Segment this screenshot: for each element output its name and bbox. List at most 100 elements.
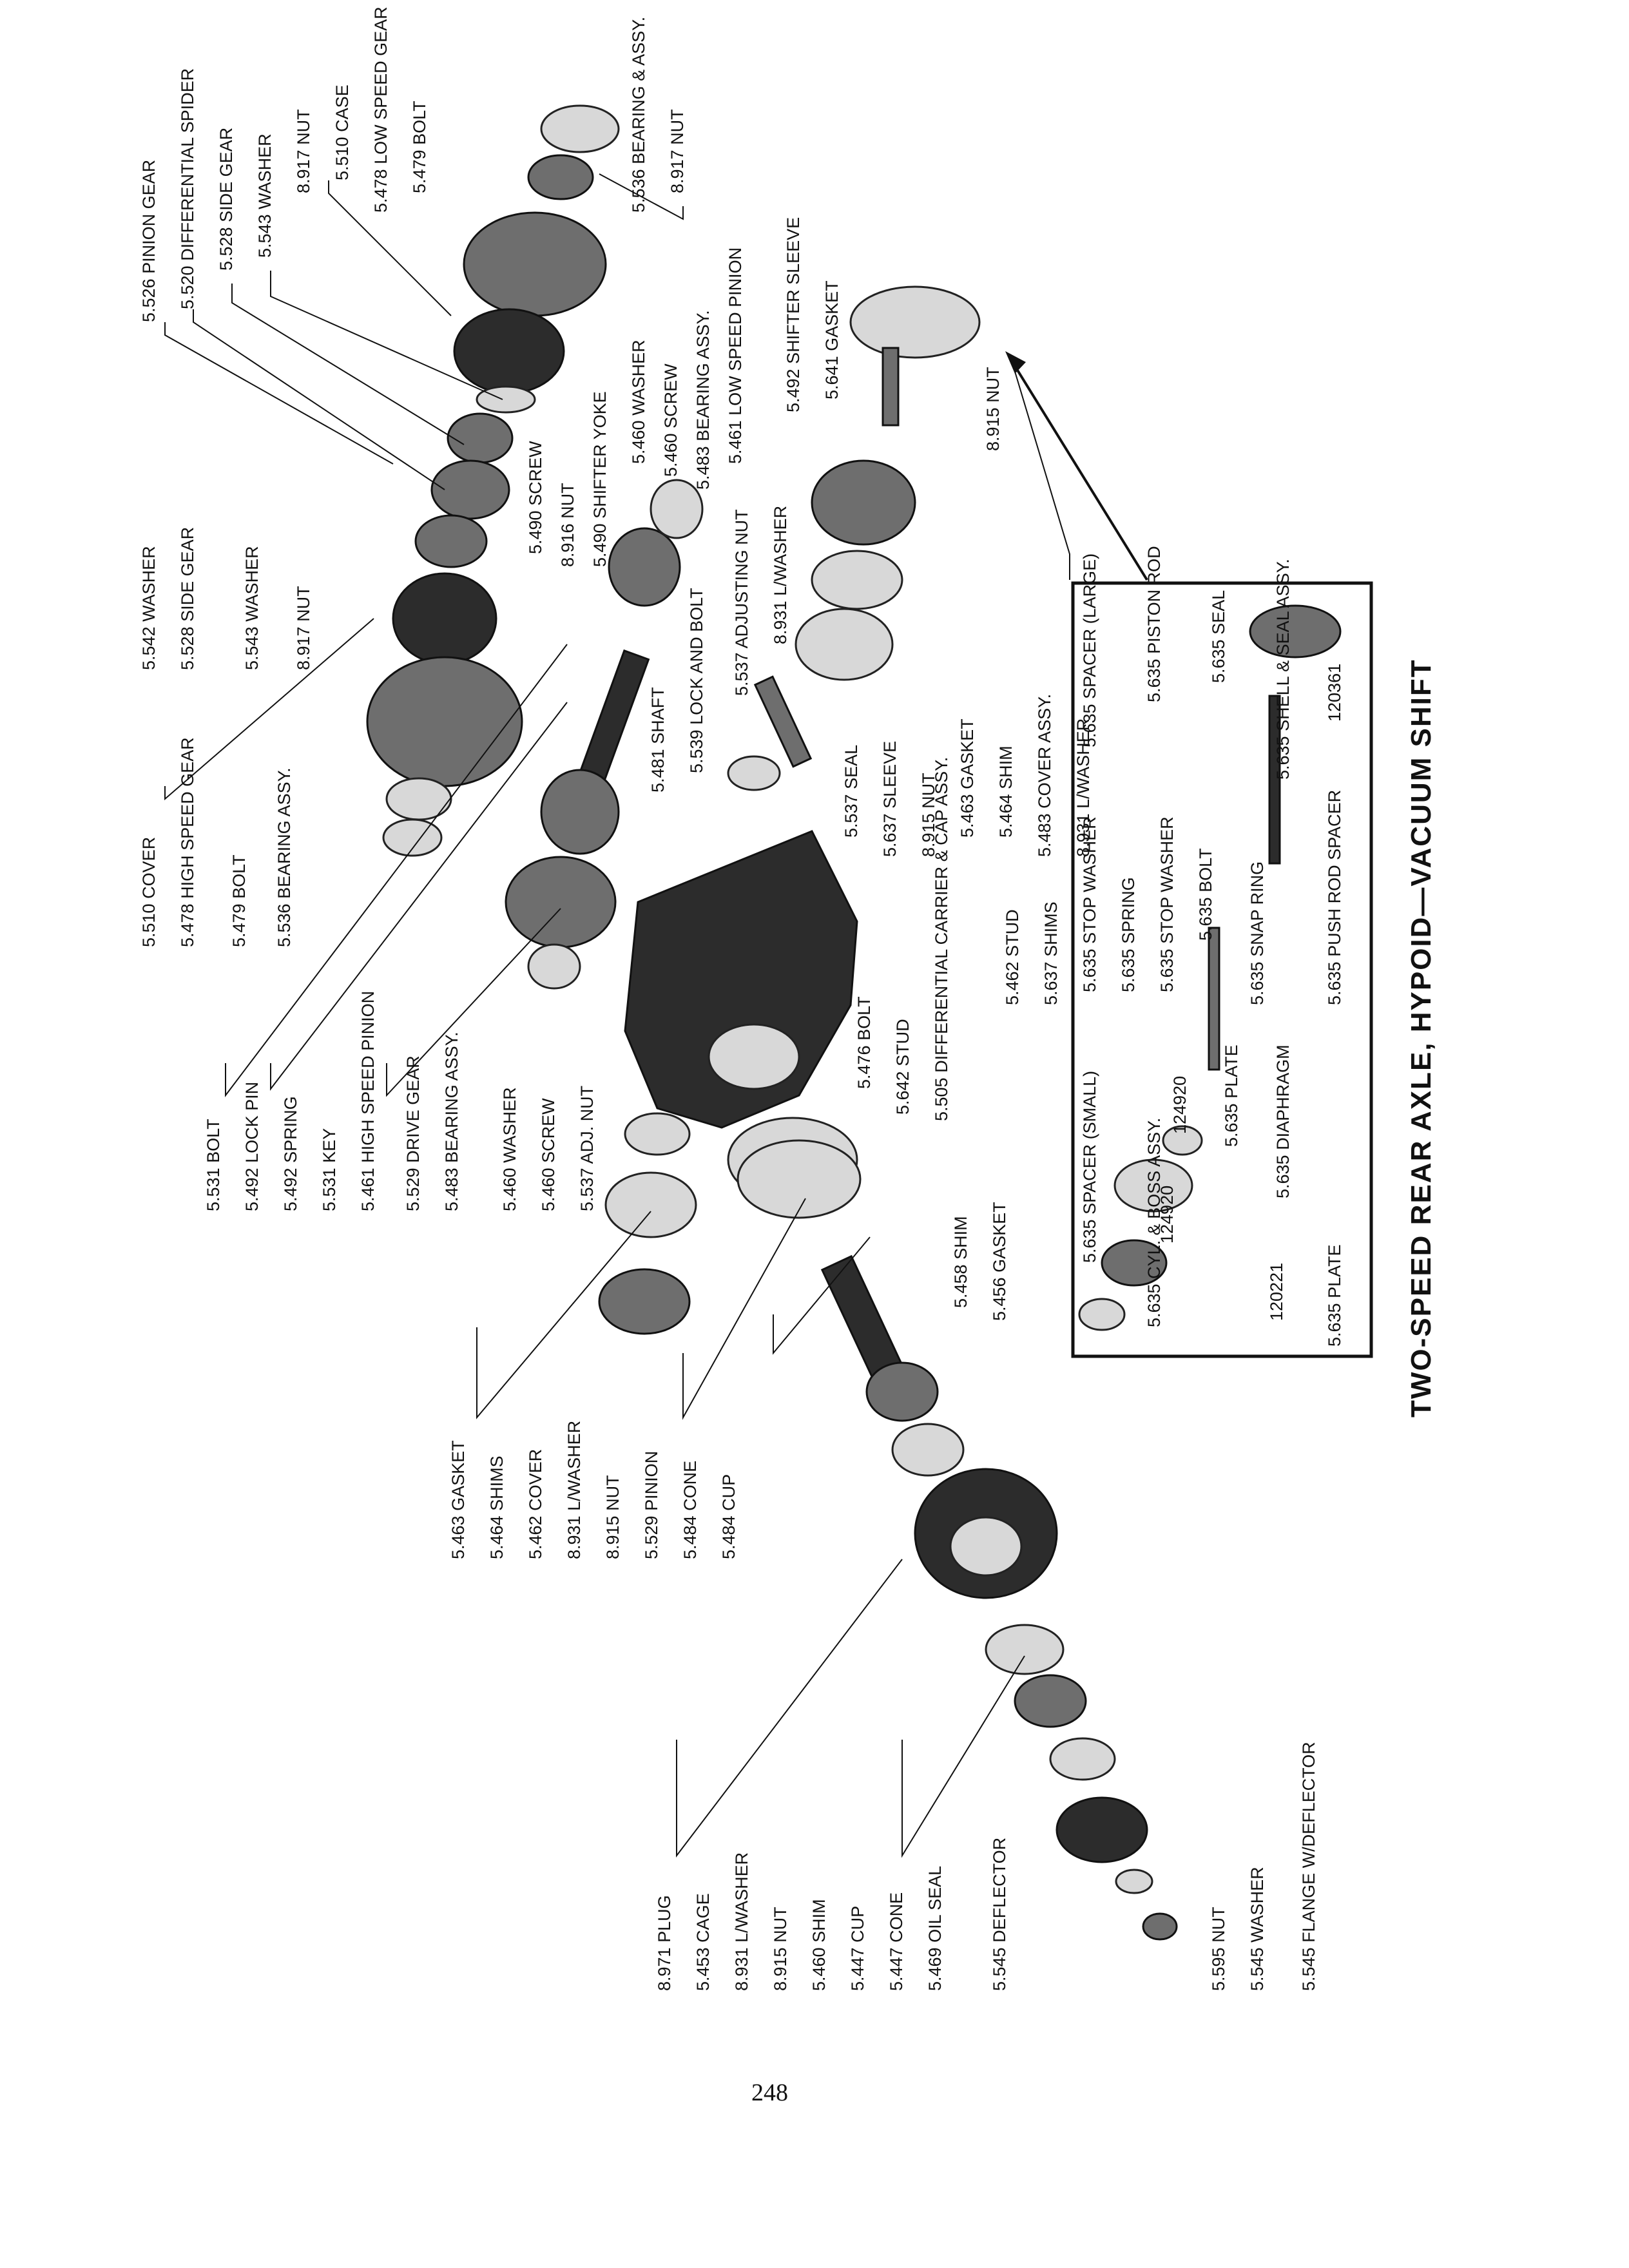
- callout-lock-and-bolt: 5.539 LOCK AND BOLT: [687, 588, 706, 773]
- callout-stop-washer-1: 5.635 STOP WASHER: [1080, 816, 1099, 992]
- nut-bottom: [1142, 1912, 1178, 1941]
- callout-side-gear-middle: 5.528 SIDE GEAR: [178, 527, 197, 670]
- page-number: 248: [751, 2079, 788, 2106]
- sleeve-shaft: [753, 675, 813, 768]
- inset-diaphragm: [1113, 1158, 1193, 1213]
- callout-stud-642: 5.642 STUD: [893, 1019, 912, 1115]
- adj-nut: [624, 1112, 691, 1156]
- bearing-cup-top: [540, 104, 620, 153]
- callout-low-speed-gear: 5.478 LOW SPEED GEAR: [371, 6, 390, 213]
- callout-cup-447: 5.447 CUP: [848, 1906, 867, 1991]
- shim-large: [737, 1139, 862, 1219]
- low-speed-pinion: [608, 527, 681, 607]
- callout-spacer-large: 5.635 SPACER (LARGE): [1080, 553, 1099, 747]
- leader-lines: [164, 173, 1148, 1858]
- callout-bolt-middle: 5.479 BOLT: [229, 854, 249, 947]
- high-speed-pinion: [540, 769, 620, 855]
- shim-shifter: [811, 550, 903, 610]
- callout-stud-462: 5.462 STUD: [1003, 909, 1022, 1005]
- callout-differential-spider: 5.520 DIFFERENTIAL SPIDER: [178, 68, 197, 309]
- callout-washer-545: 5.545 WASHER: [1248, 1867, 1267, 1991]
- callout-screw-shifter: 5.460 SCREW: [661, 363, 680, 477]
- callout-side-gear-top: 5.528 SIDE GEAR: [217, 128, 236, 271]
- callout-washer-shifter: 5.460 WASHER: [629, 340, 648, 464]
- inset-parts-drawing: [1078, 604, 1342, 1331]
- callout-high-speed-gear: 5.478 HIGH SPEED GEAR: [178, 737, 197, 947]
- callout-washer-543: 5.543 WASHER: [242, 546, 262, 670]
- bearing-cup-left: [382, 818, 443, 857]
- callout-shim-460: 5.460 SHIM: [809, 1899, 829, 1991]
- callout-labels: 5.526 PINION GEAR 5.520 DIFFERENTIAL SPI…: [139, 6, 1344, 1991]
- callout-high-speed-pinion: 5.461 HIGH SPEED PINION: [358, 991, 378, 1211]
- callout-oil-seal: 5.469 OIL SEAL: [925, 1866, 945, 1991]
- callout-cover: 5.510 COVER: [139, 837, 159, 947]
- callout-shim-464: 5.464 SHIM: [996, 745, 1016, 838]
- callout-shifter-yoke: 5.490 SHIFTER YOKE: [590, 391, 610, 567]
- callout-bolt-top: 5.479 BOLT: [410, 101, 429, 193]
- callout-washer-460: 5.460 WASHER: [500, 1087, 519, 1211]
- callout-case: 5.510 CASE: [333, 84, 352, 180]
- callout-lock-pin: 5.492 LOCK PIN: [242, 1082, 262, 1211]
- bearing-assy-drive: [527, 943, 581, 990]
- callout-nut-595: 5.595 NUT: [1209, 1907, 1228, 1991]
- callout-nut-pinion: 8.915 NUT: [603, 1475, 622, 1559]
- shifter-rod: [882, 347, 900, 427]
- callout-gasket-shifter: 5.641 GASKET: [822, 280, 842, 399]
- high-speed-gear: [366, 656, 523, 787]
- callout-piston-rod: 5.635 PISTON ROD: [1144, 546, 1164, 702]
- differential-case: [453, 308, 565, 394]
- cover-left: [598, 1268, 691, 1335]
- callout-key-531: 5.531 KEY: [320, 1128, 339, 1211]
- washer-bottom: [1115, 1869, 1153, 1894]
- callout-push-rod-spacer: 5.635 PUSH ROD SPACER: [1325, 790, 1344, 1005]
- callout-snap-ring: 5.635 SNAP RING: [1248, 861, 1267, 1005]
- callout-l-washer-shifter: 8.931 L/WASHER: [771, 506, 790, 644]
- callout-diaphragm: 5.635 DIAPHRAGM: [1273, 1044, 1293, 1198]
- callout-nut-yoke: 8.916 NUT: [558, 483, 577, 567]
- gasket-small-left: [604, 1171, 697, 1238]
- callout-deflector: 5.545 DEFLECTOR: [990, 1838, 1009, 1991]
- callout-plate-635: 5.635 PLATE: [1222, 1044, 1241, 1147]
- callout-stop-washer-2: 5.635 STOP WASHER: [1157, 816, 1177, 992]
- inset-plate-small: [1162, 1125, 1203, 1156]
- callout-spacer-small: 5.635 SPACER (SMALL): [1080, 1071, 1099, 1263]
- callout-sleeve-637: 5.637 SLEEVE: [880, 741, 900, 857]
- callout-nut-915: 8.915 NUT: [919, 773, 938, 857]
- callout-bolt-635: 5.635 BOLT: [1196, 848, 1215, 941]
- callout-adjusting-nut: 5.537 ADJUSTING NUT: [732, 509, 751, 696]
- callout-bolt-531: 5.531 BOLT: [204, 1119, 223, 1211]
- inset-spring: [1208, 927, 1220, 1071]
- callout-shims-637: 5.637 SHIMS: [1041, 901, 1061, 1005]
- callout-nut-middle: 8.917 NUT: [294, 586, 313, 670]
- callout-screw-yoke: 5.490 SCREW: [526, 441, 545, 554]
- callout-plug-971: 8.971 PLUG: [655, 1895, 674, 1991]
- callout-adj-nut: 5.537 ADJ. NUT: [577, 1086, 597, 1211]
- case-cover: [392, 572, 497, 665]
- diagram-title: TWO-SPEED REAR AXLE, HYPOID—VACUUM SHIFT: [1405, 658, 1437, 1418]
- callout-cage-453: 5.453 CAGE: [693, 1893, 713, 1991]
- callout-l-washer-pinion: 8.931 L/WASHER: [564, 1421, 584, 1559]
- callout-plate-635-bottom: 5.635 PLATE: [1325, 1244, 1344, 1347]
- callout-nut-bottom: 8.915 NUT: [771, 1907, 790, 1991]
- callout-gasket-456: 5.456 GASKET: [990, 1202, 1009, 1321]
- callout-gasket-463-left: 5.463 GASKET: [448, 1440, 468, 1559]
- inset-plate-bottom: [1078, 1298, 1126, 1331]
- callout-part-120221: 120221: [1267, 1263, 1286, 1321]
- callout-washer-top: 5.543 WASHER: [255, 133, 275, 258]
- callout-low-speed-pinion: 5.461 LOW SPEED PINION: [726, 247, 745, 464]
- drive-gear: [505, 856, 617, 948]
- cage-bore: [949, 1516, 1023, 1577]
- callout-seal-537: 5.537 SEAL: [842, 745, 861, 838]
- pinion-cone: [865, 1361, 939, 1422]
- callout-gasket-463: 5.463 GASKET: [958, 718, 977, 838]
- callout-bearing-assy-middle: 5.536 BEARING ASSY.: [275, 767, 294, 947]
- callout-screw-460: 5.460 SCREW: [539, 1098, 558, 1211]
- callout-pinion-gear: 5.526 PINION GEAR: [139, 160, 159, 322]
- inset-cylinder: [1101, 1239, 1168, 1287]
- callout-shaft: 5.481 SHAFT: [648, 687, 668, 793]
- callout-pinion-529: 5.529 PINION: [642, 1451, 661, 1559]
- callout-nut-top: 8.917 NUT: [294, 109, 313, 193]
- cone-bottom: [1014, 1674, 1087, 1728]
- flange-deflector: [1055, 1796, 1148, 1863]
- seal-right: [727, 755, 781, 791]
